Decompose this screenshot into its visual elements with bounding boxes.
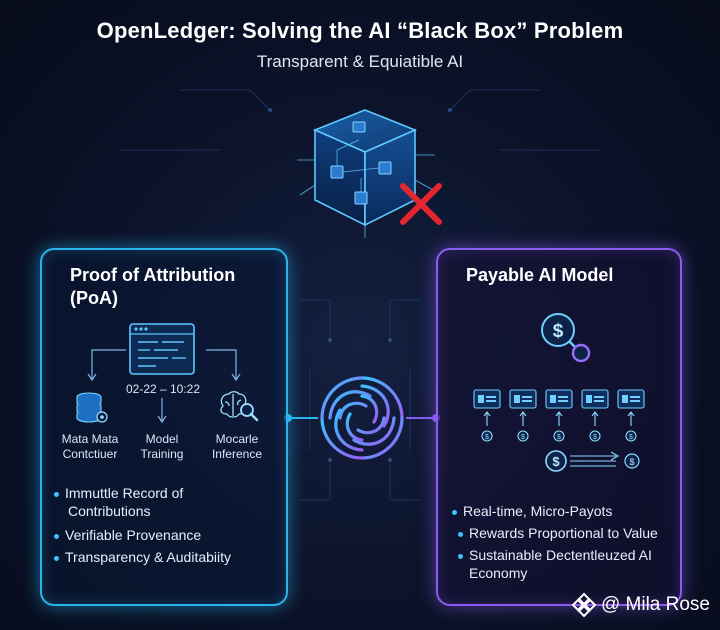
- step-model-training: Model Training: [140, 432, 184, 461]
- poa-flow-arrows: [87, 349, 241, 424]
- watermark-text: @ Mila Rose: [600, 594, 710, 615]
- payable-bullet-rewards: Rewards Proportional to Value: [458, 524, 658, 542]
- svg-text:$: $: [629, 434, 633, 441]
- payable-title: Payable AI Model: [466, 265, 614, 285]
- poa-bullet-transparency: Transparency & Auditabiity: [54, 548, 231, 566]
- proof-of-attribution-panel: [40, 248, 288, 606]
- svg-text:$: $: [593, 434, 597, 441]
- payable-bullet-economy: Sustainable Dectentleuzed AI Economy: [458, 546, 652, 582]
- watermark: @ Mila Rose: [571, 592, 710, 618]
- poa-title-line1: Proof of Attribution: [70, 265, 236, 285]
- payable-bullet-realtime: Real-time, Micro-Payots: [452, 502, 612, 520]
- svg-text:$: $: [553, 321, 564, 342]
- page-title: OpenLedger: Solving the AI “Black Box” P…: [96, 18, 624, 43]
- poa-bullet-record: Immuttle Record of Contributions: [54, 484, 183, 520]
- svg-text:$: $: [552, 454, 560, 469]
- payment-card-icon: [473, 389, 645, 409]
- browser-window-icon: [129, 323, 195, 375]
- svg-text:$: $: [485, 434, 489, 441]
- page-subtitle: Transparent & Equiatible AI: [256, 52, 464, 71]
- black-box-cube-icon: [297, 109, 442, 238]
- dollar-coin-icon: $: [541, 313, 591, 363]
- svg-text:$: $: [557, 434, 561, 441]
- svg-text:$: $: [629, 457, 634, 467]
- red-x-icon: [400, 183, 442, 225]
- ai-swirl-logo-icon: [320, 376, 404, 460]
- step-inference: Mocarle Inference: [211, 432, 263, 461]
- diamond-logo-icon: [571, 592, 597, 618]
- micro-payment-flow: $ $ $ $ $ $ $: [473, 389, 645, 472]
- poa-bullet-provenance: Verifiable Provenance: [54, 526, 201, 544]
- step-data-container: Mata Mata Contctiuer: [61, 432, 119, 461]
- svg-text:$: $: [521, 434, 525, 441]
- poa-title-line2: (PoA): [70, 288, 118, 308]
- database-stack-icon: [76, 392, 108, 423]
- payable-ai-panel: [436, 248, 682, 606]
- coin-icon: [481, 430, 637, 442]
- brain-search-icon: [220, 391, 259, 422]
- poa-timestamp: 02-22 – 10:22: [125, 382, 201, 396]
